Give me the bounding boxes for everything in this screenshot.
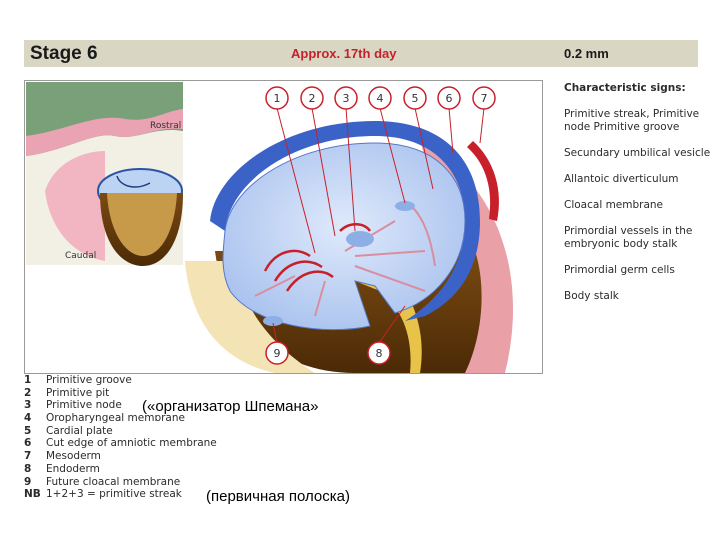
legend-text: Primitive pit <box>46 386 110 399</box>
sign-item: Secundary umbilical vesicle <box>564 147 711 159</box>
callout-8-label: 8 <box>376 347 383 360</box>
legend-row: 6 Cut edge of amniotic membrane <box>24 437 217 450</box>
legend-text: Oropharyngeal membrane <box>46 412 185 425</box>
legend-row: 2 Primitive pit <box>24 387 217 400</box>
legend-text: Primitive node <box>46 399 122 412</box>
callout-3 <box>334 86 358 110</box>
stage-header-bar: Stage 6 Approx. 17th day 0.2 mm <box>24 40 698 67</box>
sign-item: Primordial germ cells <box>564 264 675 276</box>
legend-number: 2 <box>24 386 32 399</box>
callout-7-label: 7 <box>481 92 488 105</box>
characteristic-signs: Characteristic signs: Primitive streak, … <box>564 82 714 316</box>
inset-panel <box>26 82 183 266</box>
legend-row: 8 Endoderm <box>24 463 217 476</box>
callout-4-label: 4 <box>377 92 384 105</box>
sign-item: Body stalk <box>564 290 619 302</box>
oropharyngeal-membrane <box>395 201 415 211</box>
callout-5 <box>403 86 427 110</box>
callout-7 <box>472 86 496 110</box>
callout-5-label: 5 <box>412 92 419 105</box>
legend-row: 7 Mesoderm <box>24 450 217 463</box>
legend-text: Future cloacal membrane <box>46 475 181 488</box>
legend-number: 7 <box>24 450 32 463</box>
callout-lines <box>272 107 485 344</box>
sign-item: Cloacal membrane <box>564 199 664 211</box>
signs-title: Characteristic signs: <box>564 82 686 94</box>
primitive-streak-annotation: (первичная полоска) <box>206 488 351 505</box>
inset-caudal-label: Caudal <box>65 251 96 261</box>
sign-item: Primordial vessels in the embryonic body… <box>564 225 693 250</box>
legend-number: 6 <box>24 437 32 450</box>
callout-6-label: 6 <box>446 92 453 105</box>
legend-text: Primitive groove <box>46 374 132 386</box>
cloacal-membrane <box>263 316 283 326</box>
legend-text: 1+2+3 = primitive streak <box>46 488 182 501</box>
diagram-frame: Rostral Caudal <box>24 80 543 374</box>
callout-9-label: 9 <box>274 347 281 360</box>
callout-1-label: 1 <box>274 92 281 105</box>
legend-list: 1 Primitive groove 2 Primitive pit 3 Primit… <box>24 374 217 501</box>
legend-text: Mesoderm <box>46 450 101 463</box>
legend-number: NB <box>24 488 41 501</box>
mesoderm-edge <box>467 141 499 221</box>
callout-3-label: 3 <box>343 92 350 105</box>
legend-number: 3 <box>24 399 32 412</box>
embryo-diagram: Rostral Caudal <box>26 82 514 373</box>
callout-2-label: 2 <box>309 92 316 105</box>
legend-text: Cut edge of amniotic membrane <box>46 437 217 450</box>
callout-2 <box>300 86 324 110</box>
lower-tissue <box>185 261 315 373</box>
callout-8 <box>367 341 391 365</box>
legend-text: Endoderm <box>46 462 100 475</box>
callout-6 <box>437 86 461 110</box>
legend-number: 5 <box>24 424 32 437</box>
callout-markers <box>265 86 496 365</box>
legend-number: 9 <box>24 475 32 488</box>
approx-day: Approx. 17th day <box>291 46 397 61</box>
legend-row: 5 Cardial plate <box>24 425 217 438</box>
sign-item: Allantoic diverticulum <box>564 173 679 185</box>
legend-number: 8 <box>24 462 32 475</box>
legend-row: 9 Future cloacal membrane <box>24 476 217 489</box>
callout-1 <box>265 86 289 110</box>
callout-9 <box>265 341 289 365</box>
legend-row: 4 Oropharyngeal membrane <box>24 412 217 425</box>
legend-text: Cardial plate <box>46 424 113 437</box>
callout-4 <box>368 86 392 110</box>
embryo-size: 0.2 mm <box>564 46 609 61</box>
organizer-annotation: («организатор Шпемана» <box>140 398 321 415</box>
sign-item: Primitive streak, Primitive node Primiti… <box>564 108 700 133</box>
legend-row: 3 Primitive node <box>24 399 217 412</box>
stage-title: Stage 6 <box>30 43 98 64</box>
inset-rostral-label: Rostral <box>150 121 181 131</box>
primitive-node <box>346 231 374 247</box>
legend-number: 4 <box>24 412 32 425</box>
legend-row: 1 Primitive groove <box>24 374 217 387</box>
legend-number: 1 <box>24 374 32 386</box>
primitive-streak <box>263 223 372 292</box>
legend-row: NB 1+2+3 = primitive streak <box>24 488 217 501</box>
